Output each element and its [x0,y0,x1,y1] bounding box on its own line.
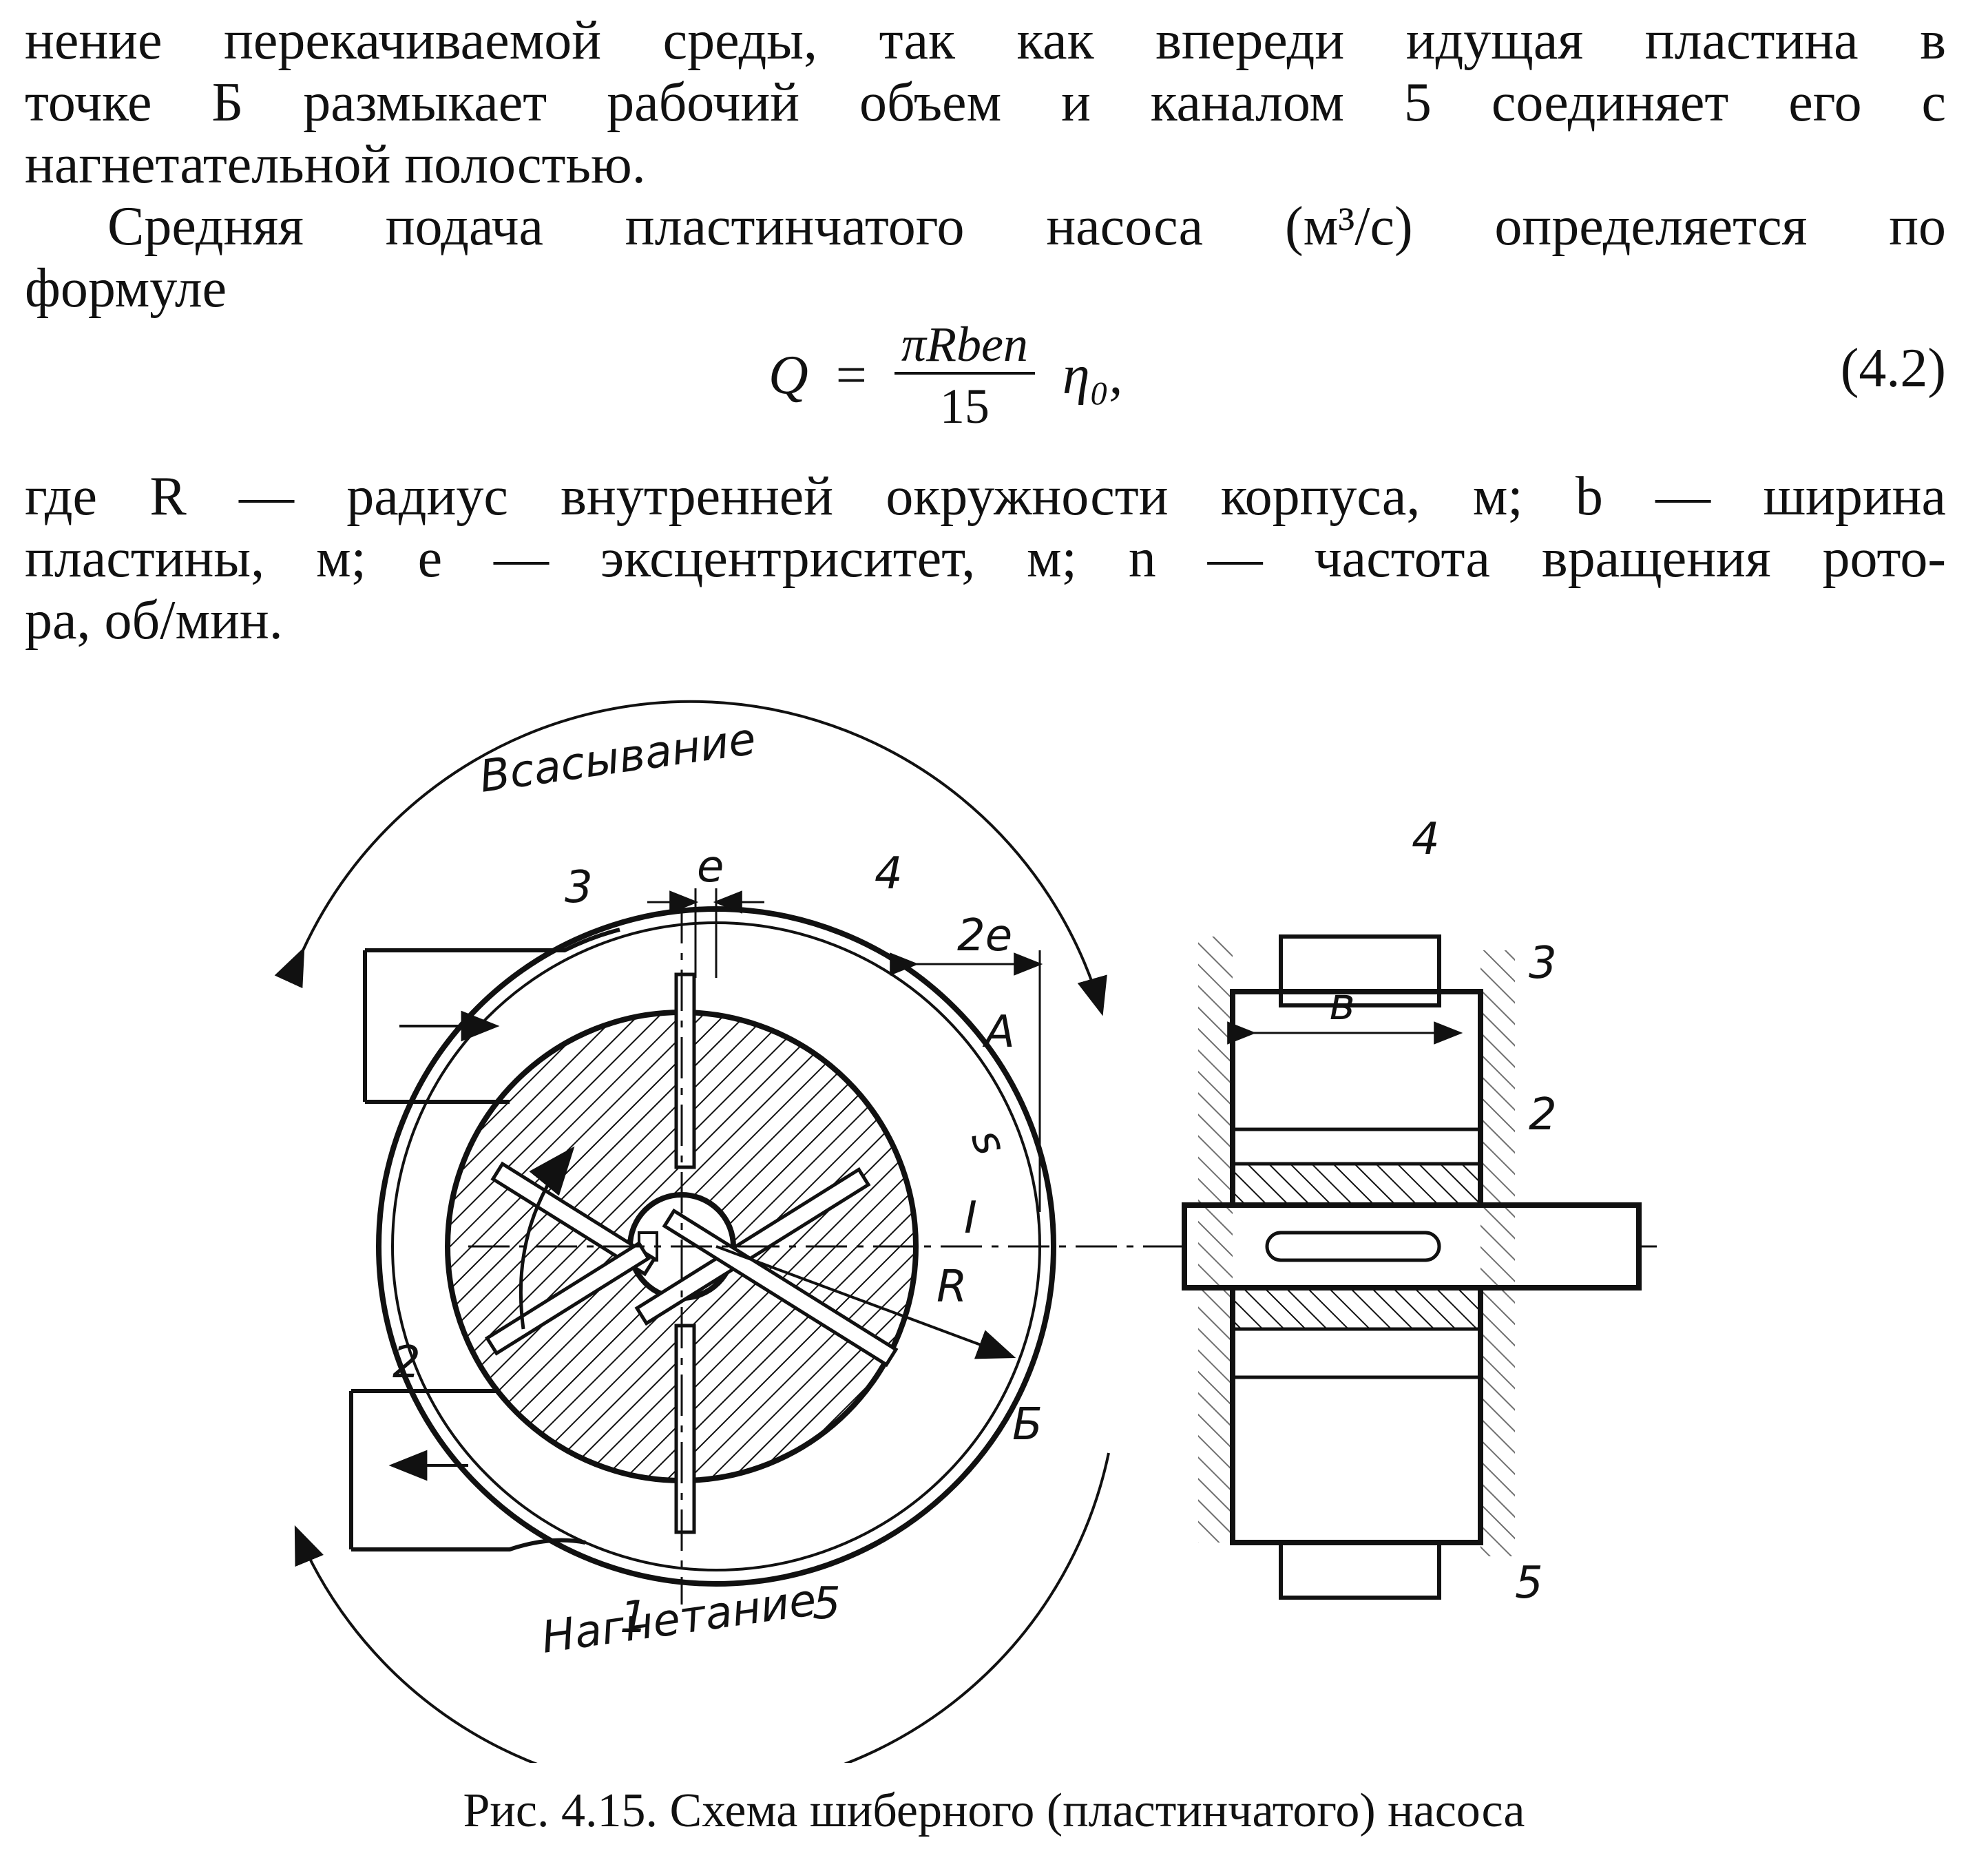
vane-pump-diagram: Всасывание Нагнетание e 2e 3 4 2 1 5 A Б… [274,700,1666,1795]
formula-lhs: Q [768,344,808,406]
paragraph-2: Средняя подача пластинчатого насоса (м³/… [25,196,1946,320]
paragraph-3: где R — радиус внутренней окружности кор… [25,466,1946,651]
label-4: 4 [875,848,903,899]
text-line: точке Б размыкает рабочий объем и канало… [25,72,1946,133]
rotation-arrow [519,1146,575,1330]
pump-figure: Всасывание Нагнетание e 2e 3 4 2 1 5 A Б… [0,689,1988,1795]
vane [484,1240,651,1356]
formula-factor: η₀, [1062,344,1123,406]
side-label-2: 2 [1529,1089,1557,1140]
text-line: где R — радиус внутренней окружности кор… [25,466,1946,527]
equation-number: (4.2) [1840,338,1946,399]
formula-denominator: 15 [939,379,990,434]
label-I: I [964,1193,977,1244]
side-view: в 4 3 2 5 [1182,814,1642,1609]
formula-row: Q = πRben 15 η₀, (4.2) [25,303,1946,441]
text-line: нагнетательной полостью. [25,134,646,195]
label-1: 1 [620,1592,648,1643]
formula-equals: = [835,344,867,406]
formula: Q = πRben 15 η₀, [768,317,1122,434]
paragraph-1: нение перекачиваемой среды, так как впер… [25,10,1946,196]
text-line: ра, об/мин. [25,590,283,651]
label-A: A [982,1007,1015,1058]
text-line: нение перекачиваемой среды, так как впер… [25,10,1946,71]
side-label-4: 4 [1412,814,1440,865]
label-s: s [961,1122,1016,1162]
vane [674,1324,696,1534]
text-line: формуле [25,258,227,319]
figure-caption: Рис. 4.15. Схема шиберного (пластинчатог… [463,1784,1525,1837]
label-B: Б [1012,1399,1043,1450]
discharge-pipe [349,1389,586,1551]
formula-numerator: πRben [894,317,1035,375]
label-5: 5 [813,1578,841,1629]
suction-arc [274,700,1107,1016]
text-line: пластины, м; e — эксцентриситет, м; n — … [25,528,1946,589]
label-e: e [697,842,724,892]
label-2: 2 [393,1337,421,1388]
side-label-5: 5 [1515,1558,1543,1609]
label-3: 3 [565,862,593,913]
suction-label: Всасывание [477,713,759,802]
formula-fraction: πRben 15 [894,317,1035,434]
side-label-3: 3 [1529,938,1557,989]
text-line: Средняя подача пластинчатого насоса (м³/… [107,196,1946,257]
radius-line [715,1245,1016,1359]
label-R: R [937,1262,967,1313]
dimension-lines [647,888,1043,1212]
discharge-label: Нагнетание [538,1575,819,1664]
label-2e: 2e [957,910,1012,961]
side-label-b: в [1329,979,1355,1030]
vane [674,972,696,1169]
